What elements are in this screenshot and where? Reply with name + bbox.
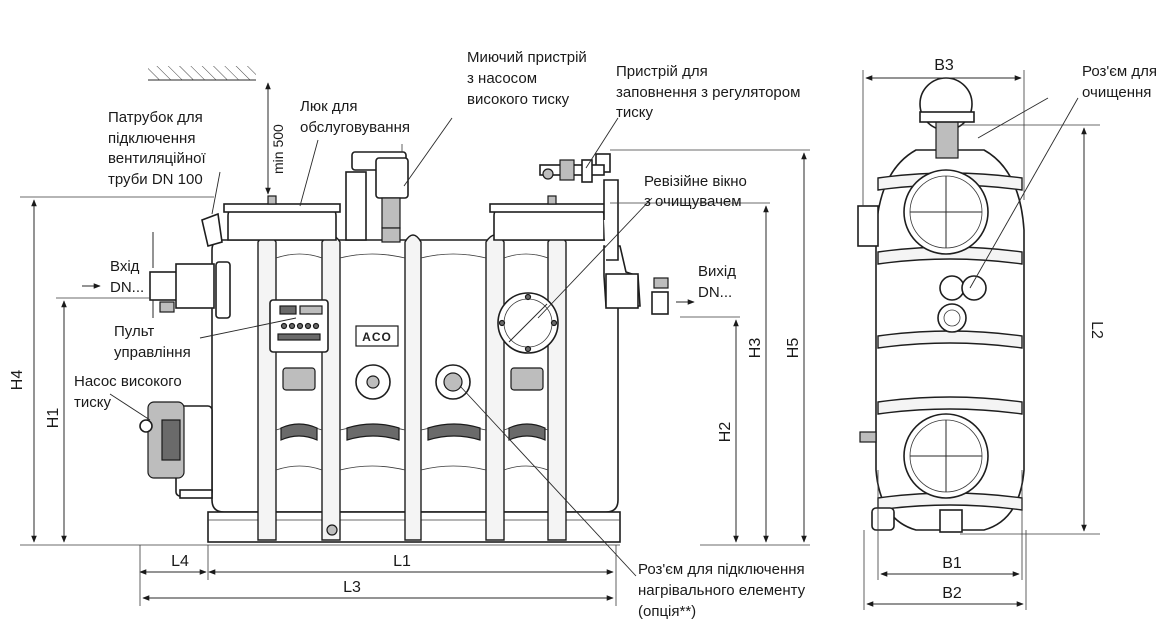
dim-min-500: min 500 [270, 124, 286, 174]
tank-handles [280, 423, 546, 441]
leader-lines [82, 97, 1079, 577]
callouts: Патрубок для підключення вентиляційної т… [74, 49, 1161, 620]
inspection-window-label: Ревізійне вікно з очищувачем [644, 173, 751, 210]
dim-l4: L4 [171, 553, 189, 570]
cleaning-connector-label: Роз'єм для очищення [1082, 63, 1161, 101]
filling-device [539, 153, 619, 261]
dim-b3: B3 [934, 57, 954, 74]
vent-pipe-label: Патрубок для підключення вентиляційної т… [108, 109, 210, 188]
washing-device-label: Миючий пристрій з насосом високого тиску [467, 49, 591, 108]
dim-b1: B1 [942, 555, 962, 572]
hp-pump-label: Насос високого тиску [74, 373, 186, 411]
heater-connector-label: Роз'єм для підключення нагрівального еле… [638, 561, 809, 620]
filling-device-label: Пристрій для заповнення з регулятором ти… [616, 63, 805, 121]
dim-h2: H2 [717, 422, 734, 443]
dim-h1: H1 [45, 408, 62, 429]
dimension-lines [20, 70, 1100, 610]
dimension-labels: H4 H1 H2 H3 H5 min 500 L4 L1 L3 L2 B3 B1… [9, 57, 1105, 602]
outlet-label: Вихід DN... [698, 263, 740, 301]
dim-b2: B2 [942, 585, 962, 602]
service-hatch-label: Люк для обслуговування [300, 98, 410, 136]
tank-front-view: ACO [139, 144, 669, 543]
dim-l3: L3 [343, 579, 361, 596]
tank-top-view [857, 77, 1025, 533]
service-hatches [223, 195, 609, 241]
inlet-pipe [149, 263, 215, 313]
control-panel-label: Пульт управління [114, 323, 191, 361]
inspection-window [497, 292, 559, 354]
dim-h3: H3 [747, 338, 764, 359]
outlet-pipe [603, 245, 669, 315]
control-panel [269, 299, 329, 353]
washing-device [345, 144, 409, 243]
ceiling-hatch [148, 66, 256, 81]
inlet-label: Вхід DN... [110, 258, 144, 296]
high-pressure-pump [139, 401, 213, 499]
aco-logo: ACO [355, 325, 399, 347]
svg-text:ACO: ACO [362, 330, 392, 344]
dim-l2: L2 [1088, 321, 1105, 339]
dim-h4: H4 [9, 370, 26, 391]
dim-l1: L1 [393, 553, 411, 570]
dim-h5: H5 [785, 338, 802, 359]
